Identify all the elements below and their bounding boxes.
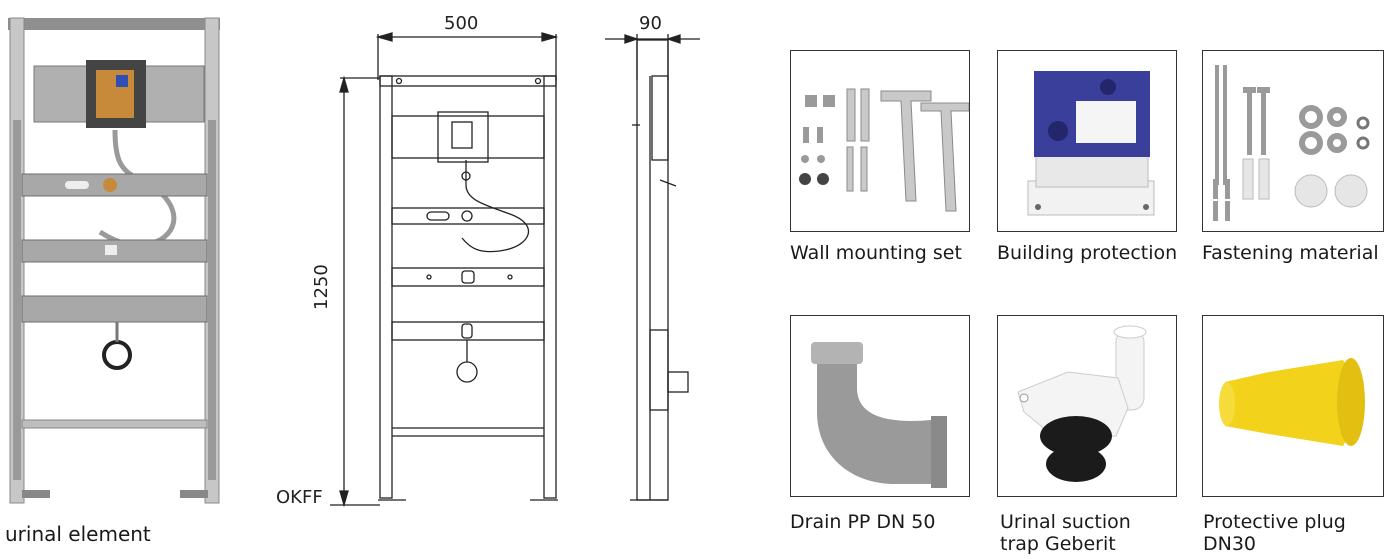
dim-width-label: 500 (444, 13, 478, 34)
caption-drain-pp-dn50: Drain PP DN 50 (790, 511, 936, 533)
caption-wall-mounting-set: Wall mounting set (790, 242, 962, 264)
product-caption: urinal element (5, 522, 151, 546)
caption-protective-plug-line2: DN30 (1203, 533, 1257, 555)
caption-fastening-material: Fastening material (1202, 242, 1379, 264)
caption-urinal-suction-trap-line2: trap Geberit (1000, 533, 1116, 555)
thumb-wall-mounting-set (790, 50, 970, 232)
dim-height-label: 1250 (311, 264, 332, 310)
caption-protective-plug: Protective plug DN30 (1203, 511, 1346, 555)
technical-drawing: 500 90 1250 OKFF (276, 13, 700, 508)
product-photo (0, 0, 240, 515)
thumb-building-protection (997, 50, 1177, 232)
thumb-urinal-suction-trap (997, 315, 1177, 497)
caption-protective-plug-line1: Protective plug (1203, 511, 1346, 533)
caption-building-protection: Building protection (997, 242, 1178, 264)
floor-level-label: OKFF (276, 487, 323, 508)
thumb-fastening-material (1202, 50, 1384, 232)
thumb-protective-plug-dn30 (1202, 315, 1384, 497)
caption-urinal-suction-trap: Urinal suction trap Geberit (1000, 511, 1131, 555)
caption-urinal-suction-trap-line1: Urinal suction (1000, 511, 1131, 533)
dim-depth-label: 90 (639, 13, 662, 34)
thumb-drain-pp-dn50 (790, 315, 970, 497)
